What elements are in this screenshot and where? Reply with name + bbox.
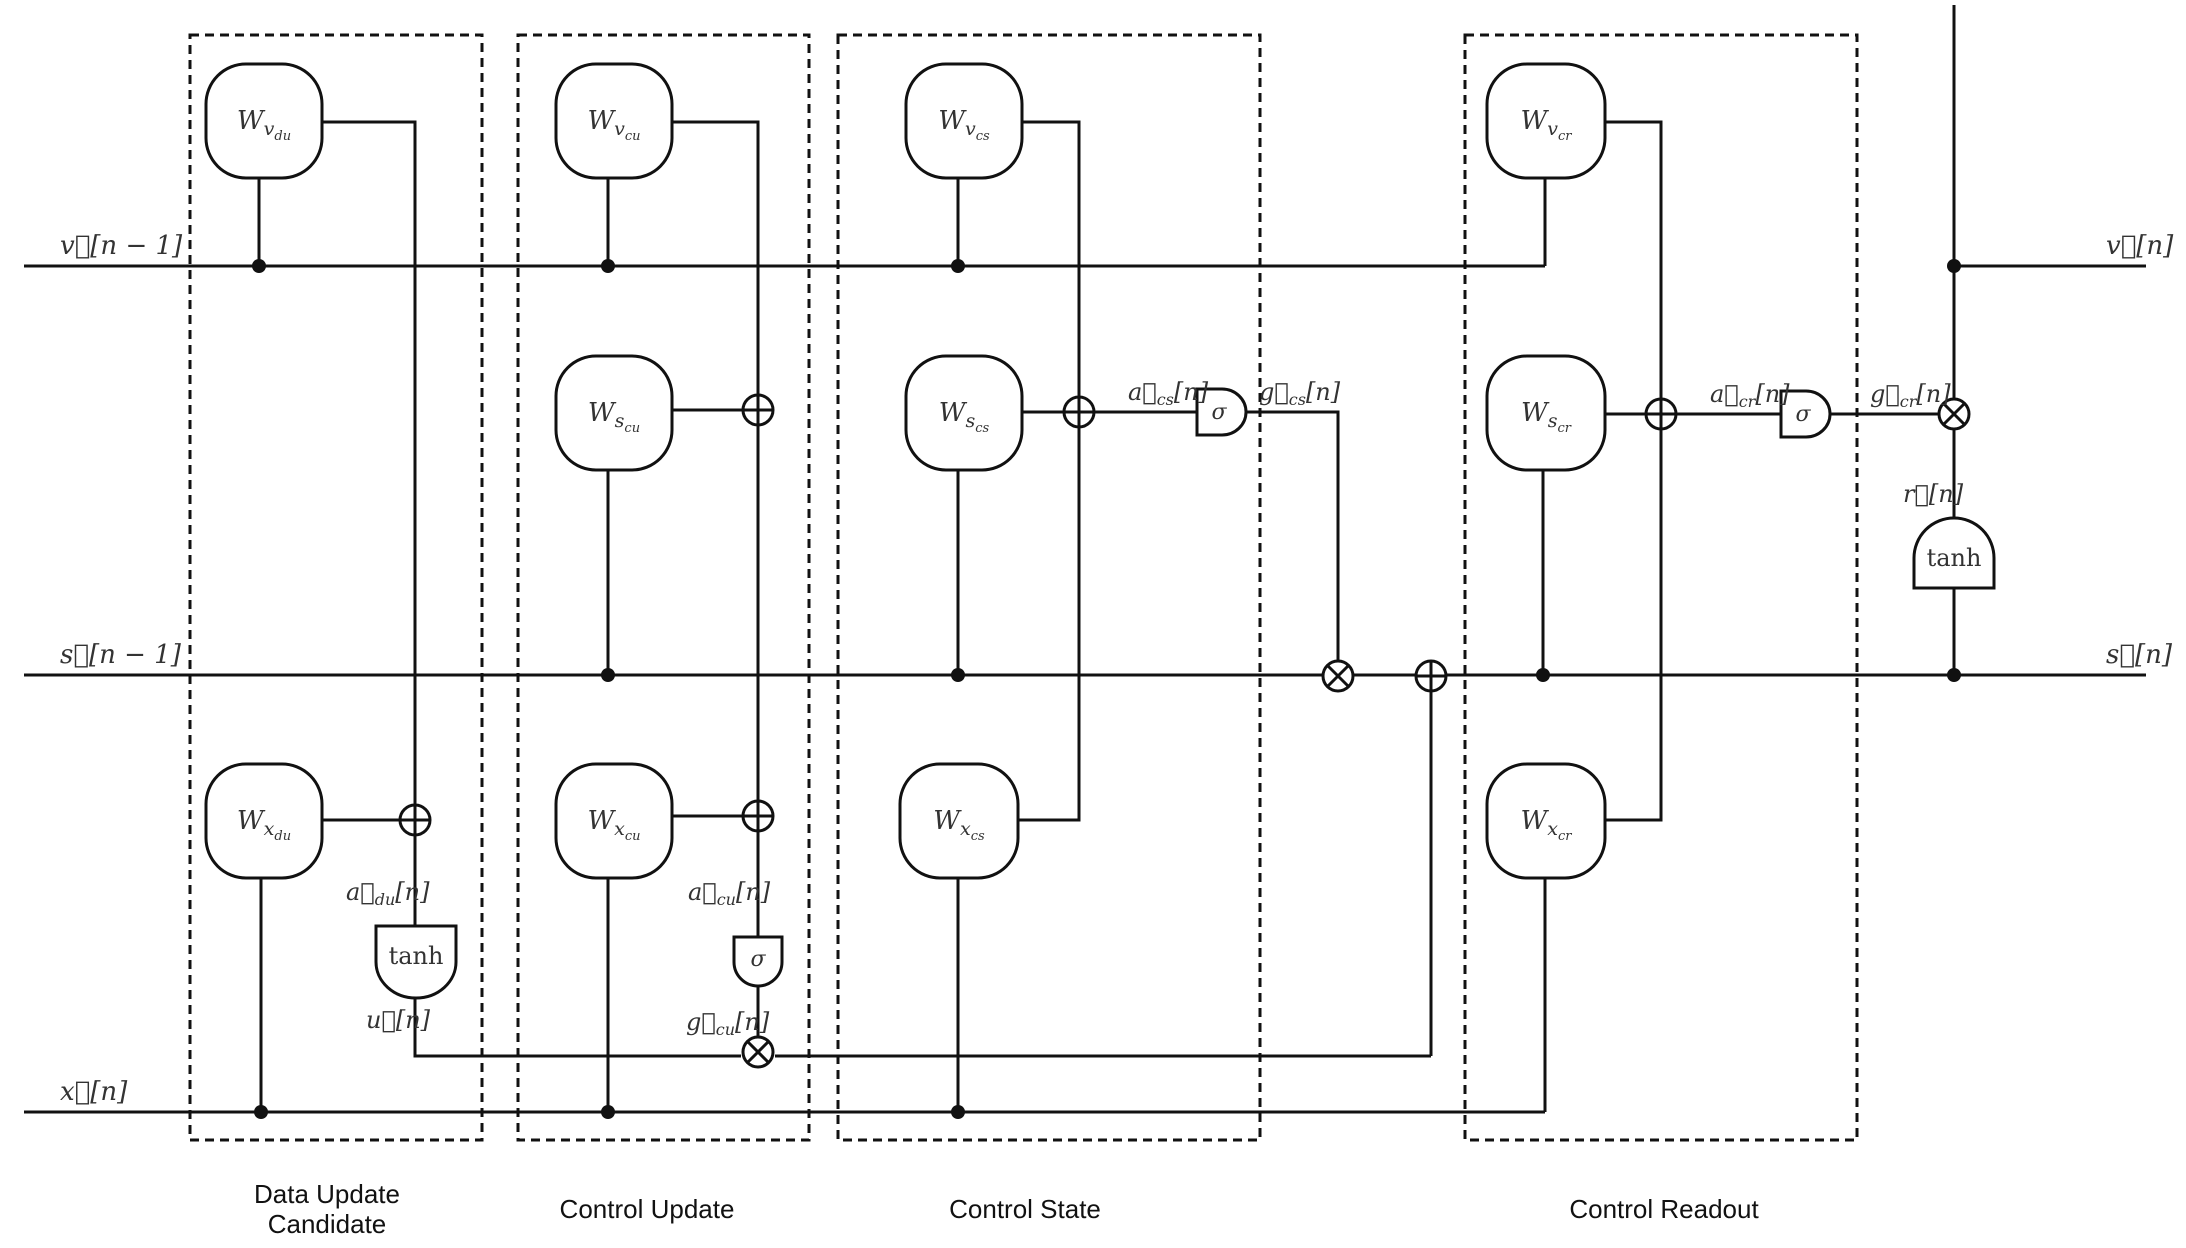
s-prev-label: s⃗[n − 1]: [60, 640, 182, 670]
svg-text:σ: σ: [1795, 402, 1811, 427]
section-box-control-update: [516, 33, 811, 1142]
svg-text:Wvcr: Wvcr: [1521, 106, 1573, 144]
product-node-cu: [741, 1035, 775, 1069]
sum-node-cu-x: [741, 799, 775, 833]
svg-text:Wscr: Wscr: [1521, 398, 1572, 436]
svg-text:Wxcs: Wxcs: [933, 806, 985, 844]
sum-node-du: [398, 803, 432, 837]
weight-block-x-du: Wxdu: [204, 762, 324, 880]
a-du-label: a⃗du[n]: [346, 878, 430, 909]
sigma-gate-cr: σ: [1779, 389, 1832, 439]
weight-block-x-cs: Wxcs: [898, 762, 1020, 880]
weight-block-s-cs: Wscs: [904, 354, 1024, 472]
section-title-control-update: Control Update: [560, 1194, 735, 1224]
a-cr-label: a⃗cr[n]: [1710, 380, 1790, 411]
product-node-cr: [1937, 397, 1971, 431]
svg-text:Wvdu: Wvdu: [237, 106, 291, 144]
section-box-control-readout: [1463, 33, 1859, 1142]
weight-block-v-cs: Wvcs: [904, 62, 1024, 180]
svg-text:Wscs: Wscs: [939, 398, 990, 436]
weight-block-s-cr: Wscr: [1485, 354, 1607, 472]
u-n-label: u⃗[n]: [366, 1006, 431, 1034]
svg-text:Wxcr: Wxcr: [1521, 806, 1573, 844]
svg-text:tanh: tanh: [1927, 544, 1982, 572]
section-title-control-state: Control State: [949, 1194, 1101, 1224]
svg-text:Wxcu: Wxcu: [587, 806, 640, 844]
weight-block-x-cu: Wxcu: [554, 762, 674, 880]
sum-node-state: [1414, 659, 1448, 693]
svg-text:Wvcs: Wvcs: [938, 106, 990, 144]
v-n-label: v⃗[n]: [2106, 231, 2174, 261]
a-cu-label: a⃗cu[n]: [688, 878, 771, 909]
x-n-label: x⃗[n]: [60, 1077, 128, 1107]
a-cs-label: a⃗cs[n]: [1128, 378, 1209, 409]
tanh-gate-du: tanh: [374, 924, 458, 1000]
weight-block-v-du: Wvdu: [204, 62, 324, 180]
sum-node-cr: [1644, 397, 1678, 431]
svg-text:Wvcu: Wvcu: [587, 106, 640, 144]
section-box-control-state: [836, 33, 1262, 1142]
svg-text:σ: σ: [750, 947, 766, 972]
tanh-gate-readout: tanh: [1912, 516, 1996, 590]
v-prev-label: v⃗[n − 1]: [60, 231, 183, 261]
svg-text:Wxdu: Wxdu: [237, 806, 291, 844]
svg-text:σ: σ: [1211, 400, 1227, 425]
product-node-cs: [1321, 659, 1355, 693]
weight-block-s-cu: Wscu: [554, 354, 674, 472]
weight-block-v-cr: Wvcr: [1485, 62, 1607, 180]
section-title-control-readout: Control Readout: [1569, 1194, 1759, 1224]
svg-text:tanh: tanh: [389, 942, 444, 970]
section-subtitle-candidate: Candidate: [268, 1209, 387, 1239]
r-n-label: r⃗[n]: [1903, 480, 1964, 508]
sigma-gate-cs: σ: [1195, 387, 1248, 437]
sum-node-cs: [1062, 395, 1096, 429]
s-n-label: s⃗[n]: [2106, 640, 2173, 670]
weight-block-x-cr: Wxcr: [1485, 762, 1607, 880]
weight-block-v-cu: Wvcu: [554, 62, 674, 180]
sigma-gate-cu: σ: [732, 935, 784, 988]
svg-text:Wscu: Wscu: [588, 398, 640, 436]
section-title-data-update: Data Update: [254, 1179, 400, 1209]
g-cu-label: g⃗cu[n]: [686, 1008, 770, 1039]
g-cs-label: g⃗cs[n]: [1259, 378, 1341, 409]
g-cr-label: g⃗cr[n]: [1870, 380, 1951, 411]
section-box-data-update-candidate: [188, 33, 484, 1142]
sum-node-cu-s: [741, 393, 775, 427]
